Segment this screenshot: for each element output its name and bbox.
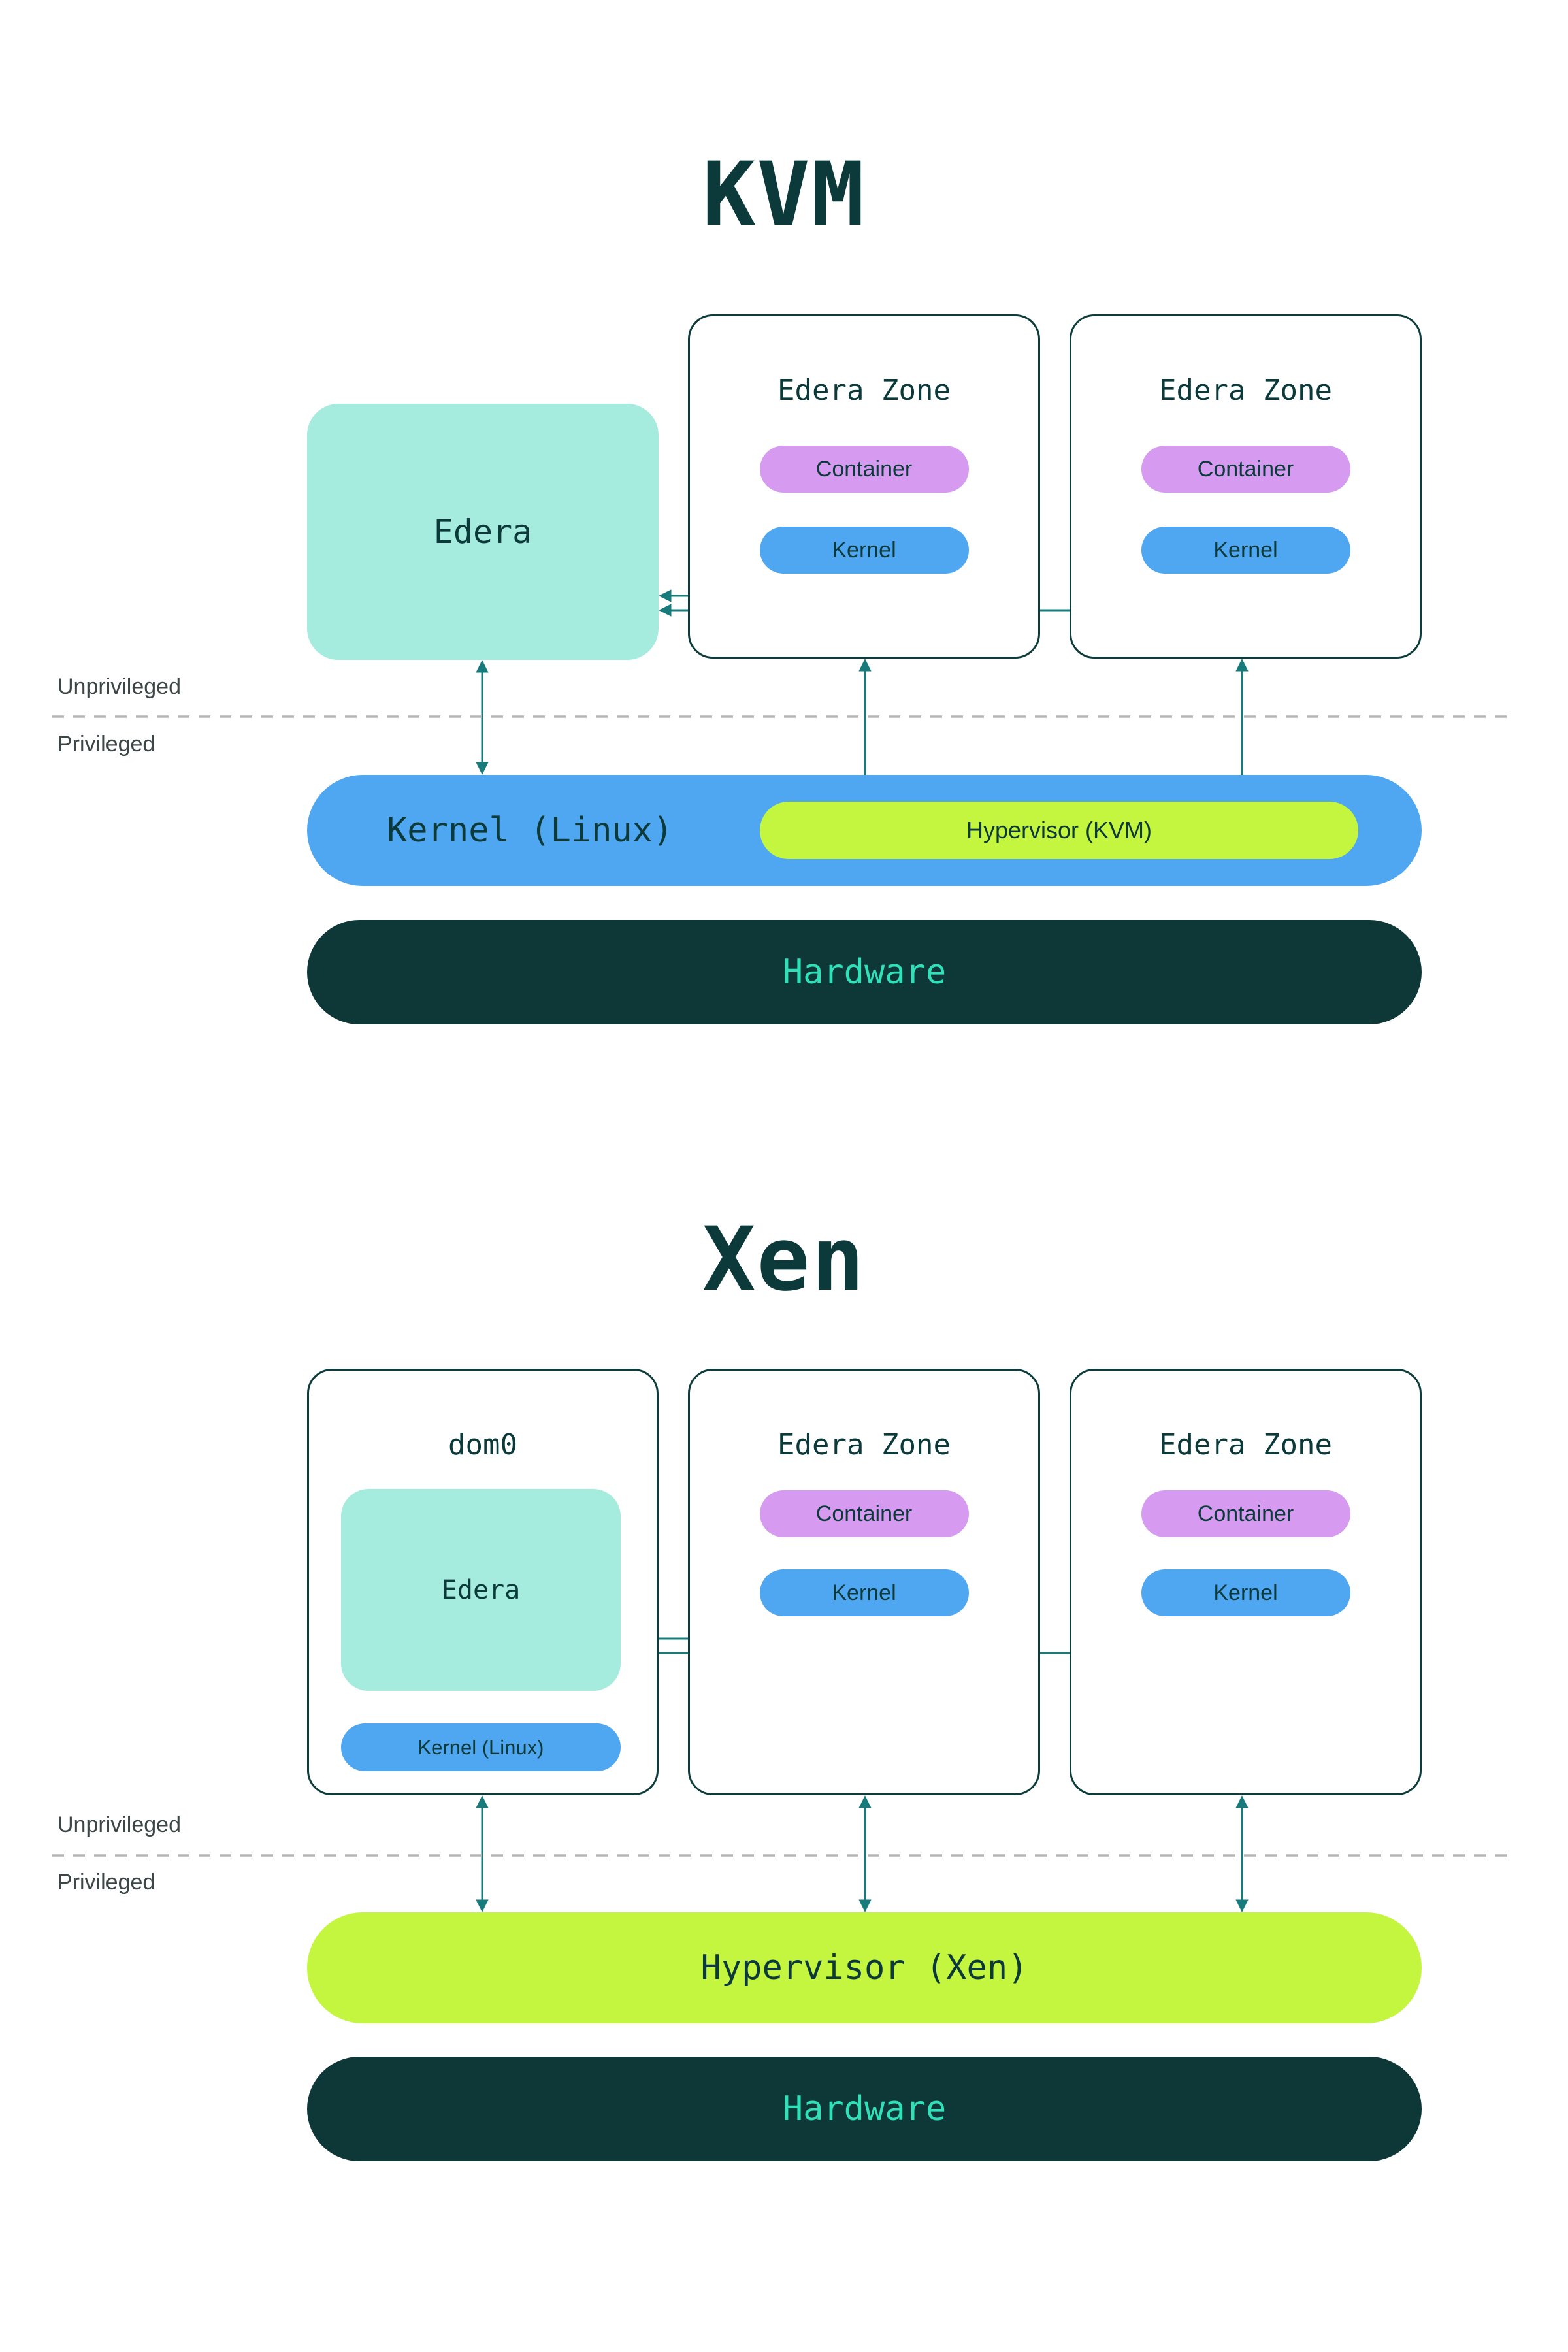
- kvm-zone-1-container-pill: Container: [759, 446, 969, 493]
- xen-dom0-kernel-pill: Kernel (Linux): [341, 1723, 621, 1771]
- xen-privileged-label: Privileged: [57, 1870, 155, 1895]
- xen-hypervisor-label: Hypervisor (Xen): [700, 1948, 1028, 1987]
- xen-zone-2: Edera Zone Container Kernel: [1070, 1369, 1422, 1795]
- xen-hypervisor-layer: Hypervisor (Xen): [307, 1912, 1422, 2023]
- xen-dom0-edera-label: Edera: [441, 1575, 521, 1605]
- kvm-hardware-layer: Hardware: [307, 920, 1422, 1024]
- kvm-privileged-label: Privileged: [57, 732, 155, 757]
- xen-hardware-layer: Hardware: [307, 2057, 1422, 2161]
- kvm-edera-label: Edera: [433, 513, 532, 551]
- xen-hardware-label: Hardware: [782, 2089, 947, 2129]
- xen-unprivileged-label: Unprivileged: [57, 1812, 181, 1837]
- xen-section-title: Xen: [702, 1208, 866, 1311]
- kvm-section-title: KVM: [702, 143, 866, 246]
- kvm-edera-box: Edera: [307, 404, 659, 660]
- xen-zone-2-kernel-pill: Kernel: [1141, 1569, 1350, 1616]
- kvm-hypervisor-pill: Hypervisor (KVM): [760, 802, 1358, 859]
- kvm-zone-1-kernel-pill: Kernel: [759, 527, 969, 574]
- kvm-zone-2: Edera Zone Container Kernel: [1070, 314, 1422, 659]
- kvm-zone-2-container-pill: Container: [1141, 446, 1350, 493]
- xen-zone-1-container-pill: Container: [759, 1490, 969, 1537]
- xen-zone-1-title: Edera Zone: [777, 1428, 951, 1462]
- xen-zone-2-title: Edera Zone: [1159, 1428, 1332, 1462]
- kvm-hardware-label: Hardware: [782, 953, 947, 992]
- xen-zone-1-kernel-pill: Kernel: [759, 1569, 969, 1616]
- kvm-zone-2-title: Edera Zone: [1159, 374, 1332, 407]
- xen-zone-2-container-pill: Container: [1141, 1490, 1350, 1537]
- kvm-kernel-linux-layer: Kernel (Linux) Hypervisor (KVM): [307, 775, 1422, 886]
- kvm-kernel-linux-label: Kernel (Linux): [387, 811, 674, 850]
- kvm-unprivileged-label: Unprivileged: [57, 674, 181, 699]
- kvm-zone-2-kernel-pill: Kernel: [1141, 527, 1350, 574]
- xen-zone-1: Edera Zone Container Kernel: [688, 1369, 1040, 1795]
- xen-dom0-edera-box: Edera: [341, 1489, 621, 1691]
- kvm-zone-1-title: Edera Zone: [777, 374, 951, 407]
- kvm-zone-1: Edera Zone Container Kernel: [688, 314, 1040, 659]
- xen-dom0-box: dom0 Edera Kernel (Linux): [307, 1369, 659, 1795]
- xen-dom0-title: dom0: [448, 1428, 517, 1462]
